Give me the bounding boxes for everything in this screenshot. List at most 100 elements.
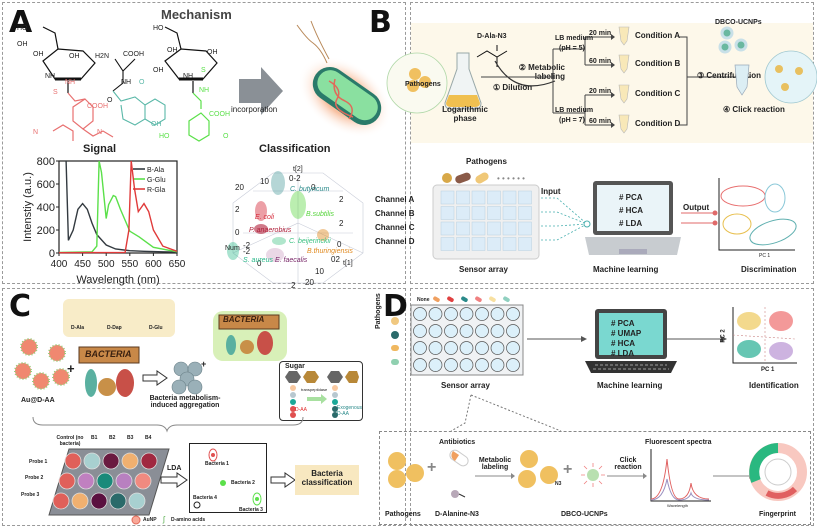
disc-xlabel: PC 1 bbox=[759, 253, 771, 259]
amino-acid-box bbox=[63, 299, 175, 337]
sensor-cell bbox=[471, 237, 486, 251]
tick-label: 20 bbox=[305, 278, 314, 287]
tick-label: 0 bbox=[311, 183, 316, 192]
cluster-label: S. aureus bbox=[243, 257, 273, 264]
output-arrows bbox=[681, 210, 718, 226]
bacteria-point-label: Bacteria 2 bbox=[231, 480, 255, 486]
antibiotic-capsule-icon bbox=[449, 449, 469, 467]
plate-well bbox=[90, 492, 108, 510]
amino-acid-label: D-Glu bbox=[149, 325, 163, 331]
legend-d-amino: D-amino acids bbox=[171, 517, 206, 523]
sensor-cell bbox=[502, 221, 517, 236]
plate-well bbox=[115, 472, 133, 490]
banner-text: BACTERIA bbox=[223, 315, 265, 324]
mol-label-o: O bbox=[107, 97, 113, 104]
cluster-e-faecalis bbox=[266, 248, 284, 262]
tick-label: 2 bbox=[235, 205, 240, 214]
lda-label: LDA bbox=[167, 465, 182, 472]
exogenous-label: Exogenous D-AA bbox=[337, 405, 363, 417]
flask-icon bbox=[444, 52, 482, 110]
ml-method: # LDA bbox=[619, 219, 643, 228]
discrimination-cluster bbox=[749, 218, 797, 246]
plate-well bbox=[109, 492, 127, 510]
sensor-cell bbox=[440, 190, 455, 205]
series-line-r-gla bbox=[58, 160, 178, 254]
sugar-label: Sugar bbox=[285, 363, 305, 370]
pathogen-shapes-icon: • • • • • • bbox=[442, 172, 525, 184]
mol-label-cooh: COOH bbox=[209, 111, 230, 118]
molecule-label: D-Ala-N3 bbox=[477, 33, 507, 40]
sensor-well bbox=[444, 358, 458, 372]
d-ml-method: # LDA bbox=[611, 349, 635, 358]
peptidoglycan-icon bbox=[285, 371, 359, 418]
d-ml-method: # PCA bbox=[611, 319, 635, 328]
sensor-well bbox=[506, 324, 520, 338]
dbco-ucnps-label: DBCO-UCNPs bbox=[715, 19, 762, 26]
id-ylabel: PC 2 bbox=[720, 329, 727, 343]
amino-acid-label: D-Ala bbox=[71, 325, 85, 331]
d-aa-label: D-AA bbox=[295, 407, 307, 413]
condition-label: Condition A bbox=[635, 31, 681, 40]
result-box bbox=[295, 465, 359, 495]
sensor-cell bbox=[440, 206, 455, 220]
tick-label: 10 bbox=[260, 177, 269, 186]
mol-label-oh: OH bbox=[17, 41, 28, 48]
fingerprint-ring-icon bbox=[749, 443, 807, 501]
id-cluster bbox=[769, 311, 793, 331]
antibiotics-label: Antibiotics bbox=[439, 439, 476, 446]
brace bbox=[32, 416, 304, 433]
sensor-well bbox=[490, 341, 505, 355]
amino-acid-label: D-Dap bbox=[107, 325, 122, 331]
mol-label-cooh: COOH bbox=[87, 103, 108, 110]
mol-label-oh: OH bbox=[207, 49, 218, 56]
sensor-well bbox=[490, 307, 505, 321]
plate-well bbox=[83, 452, 101, 470]
tick-label: 2 bbox=[339, 195, 344, 204]
channel-label: Channel C bbox=[375, 223, 415, 232]
dbco-ucnp-particles-icon bbox=[718, 26, 748, 54]
condition-label: Condition C bbox=[635, 89, 681, 98]
mol-label-oh: OH bbox=[167, 47, 178, 54]
branch-lines bbox=[481, 34, 751, 128]
sensor-well bbox=[413, 324, 427, 338]
cluster-label: B.thuringiensis bbox=[307, 248, 353, 255]
tick-label: 0 bbox=[235, 228, 240, 237]
d-amino-acid-legend-icon: ʃ bbox=[163, 515, 165, 524]
laptop-icon bbox=[585, 181, 681, 255]
ucnp-particle-icon bbox=[581, 463, 605, 487]
labeling-curve bbox=[494, 60, 556, 87]
plate-row-label: Probe 3 bbox=[21, 492, 40, 498]
cluster-s-aureus bbox=[227, 242, 239, 260]
x-tick-label: 450 bbox=[74, 259, 91, 270]
mol-label-nh: NH bbox=[65, 79, 76, 86]
id-cluster bbox=[737, 340, 761, 358]
tick-label: 10 bbox=[315, 267, 324, 276]
axis-label-t2: t[2] bbox=[293, 166, 303, 173]
sensor-well bbox=[506, 341, 520, 355]
discrimination-plot bbox=[718, 178, 797, 251]
identification-caption: Identification bbox=[749, 381, 799, 390]
sensor-cell bbox=[456, 206, 470, 220]
cluster-label: E. faecalis bbox=[275, 257, 308, 264]
plate-column-label: B1 bbox=[91, 435, 98, 441]
aggregation-arrow-icon bbox=[142, 370, 168, 386]
tick-label: 2 bbox=[339, 219, 344, 228]
mol-label-oh: OH bbox=[33, 51, 44, 58]
channel-label: Channel B bbox=[375, 209, 415, 218]
bacteria-banner-green-icon bbox=[213, 311, 287, 361]
arrow-to-ml bbox=[527, 336, 587, 342]
channel-label: Channel D bbox=[375, 237, 415, 246]
medium-label: LB medium bbox=[555, 35, 594, 42]
incorporation-label: incorporation bbox=[231, 105, 278, 114]
time-label: 60 min bbox=[589, 58, 612, 65]
plate-well bbox=[64, 452, 82, 470]
tick-label: 20 bbox=[235, 183, 244, 192]
sensor-cell bbox=[440, 221, 455, 236]
cluster-b-subtilis bbox=[290, 191, 306, 219]
sensor-well bbox=[459, 324, 474, 338]
metabolic-arrow bbox=[475, 473, 515, 479]
plate-well bbox=[77, 472, 95, 490]
y-tick-label: 0 bbox=[49, 248, 55, 260]
cluster-c-beijerinckii bbox=[272, 237, 286, 245]
y-tick-label: 200 bbox=[37, 225, 55, 237]
